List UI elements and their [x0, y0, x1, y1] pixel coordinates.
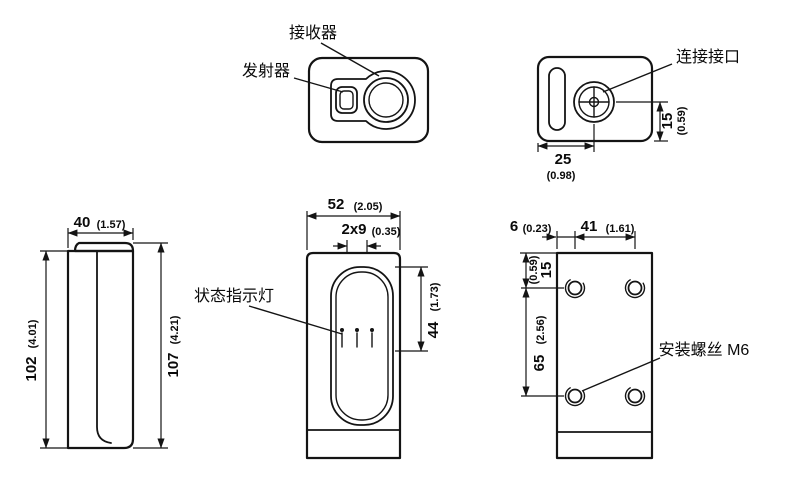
view-rear: 41 (1.61) 6 (0.23) (0.59) 15 65 (2.56) 安…	[510, 218, 750, 460]
view-top-optics: 接收器 发射器	[242, 24, 430, 144]
receiver-leader-line	[320, 42, 380, 77]
front-window-outer	[330, 266, 394, 426]
dim-102-mm: 102	[23, 356, 40, 381]
dim-25-mm: 25	[555, 151, 572, 168]
side-view-body	[66, 249, 135, 450]
mounting-holes	[564, 279, 646, 407]
status-led-dot	[355, 328, 359, 332]
side-view-front-plate-line	[96, 250, 112, 444]
receiver-lens-outer	[363, 77, 409, 123]
mounting-screw-leader-line	[581, 357, 661, 392]
dim-2x9-mm: 2x9	[341, 221, 366, 238]
mounting-hole	[567, 388, 583, 404]
thread-symbol	[624, 279, 646, 299]
transmitter-label: 发射器	[242, 62, 290, 80]
dim-44-mm: 44	[425, 321, 442, 338]
thread-symbol	[624, 387, 646, 407]
receiver-lens-inner	[368, 82, 404, 118]
connector-outer-circle	[573, 81, 615, 123]
optics-bezel-outline	[330, 70, 416, 130]
dim-40-inch: (1.57)	[97, 219, 126, 231]
optics-housing-outline	[307, 56, 430, 144]
status-leds	[340, 328, 374, 348]
status-led-dot	[370, 328, 374, 332]
dim-107-inch: (4.21)	[169, 315, 181, 344]
view-side: 40 (1.57) 102 (4.01) 107 (4.21)	[23, 214, 182, 450]
dim-107-mm: 107	[165, 352, 182, 377]
mounting-screw-label: 安装螺丝 M6	[659, 341, 750, 359]
thread-symbol	[564, 279, 586, 299]
receiver-label: 接收器	[289, 24, 337, 42]
dim-41-mm: 41	[581, 218, 598, 235]
dim-15-inch: (0.59)	[676, 106, 688, 135]
dim-40-mm: 40	[74, 214, 91, 231]
dim-52-mm: 52	[328, 196, 345, 213]
thread-symbol	[564, 387, 586, 407]
dim-52-inch: (2.05)	[354, 201, 383, 213]
view-top-connector: 连接接口 25 (0.98) 15 (0.59)	[536, 48, 740, 182]
front-view-body	[305, 251, 402, 460]
dim-6-mm: 6	[510, 218, 518, 235]
transmitter-window-outer	[335, 86, 358, 114]
status-led-dot	[340, 328, 344, 332]
side-view-cap	[73, 241, 135, 253]
view-front: 状态指示灯 52 (2.05) 2x9 (0.35) 44 (1.73)	[194, 196, 442, 460]
dim-44-inch: (1.73)	[429, 282, 441, 311]
dim-41-inch: (1.61)	[606, 223, 635, 235]
dim-65-inch: (2.56)	[535, 315, 547, 344]
connector-center-pin	[588, 96, 600, 108]
dim-25-inch: (0.98)	[547, 170, 576, 182]
dim-65-mm: 65	[531, 355, 548, 372]
connector-housing-outline	[536, 55, 654, 143]
transmitter-window-inner	[339, 90, 354, 110]
dim-102-inch: (4.01)	[27, 319, 39, 348]
mounting-hole	[627, 388, 643, 404]
status-led-leader-line	[248, 305, 343, 335]
front-window-inner	[335, 271, 389, 421]
dim-2x9-inch: (0.35)	[372, 226, 401, 238]
transmitter-leader-line	[293, 77, 344, 93]
connector-label: 连接接口	[676, 48, 740, 66]
dim-15-mm: 15	[538, 262, 555, 279]
housing-slot	[548, 67, 566, 131]
status-led-label: 状态指示灯	[194, 287, 274, 305]
mounting-hole	[567, 280, 583, 296]
rear-view-body	[555, 251, 654, 460]
dim-15-mm: 15	[659, 113, 676, 130]
dim-15-inch: (0.59)	[528, 255, 540, 284]
mounting-hole	[627, 280, 643, 296]
dim-6-inch: (0.23)	[523, 223, 552, 235]
connector-leader-line	[602, 63, 673, 93]
